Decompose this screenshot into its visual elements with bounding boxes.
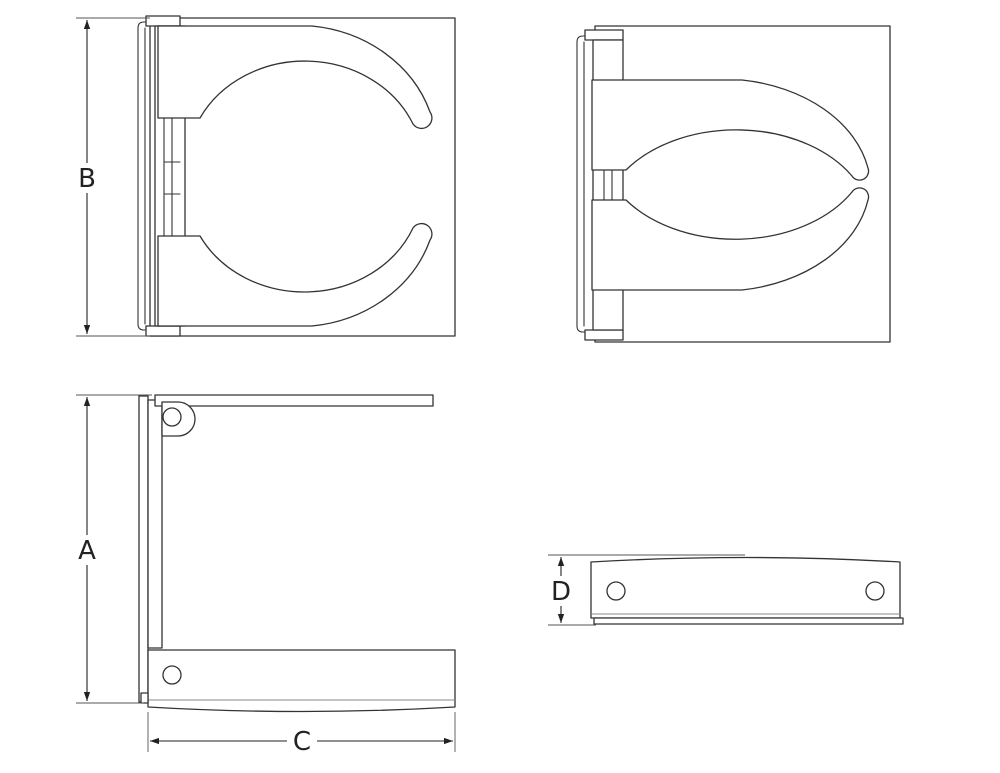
hole-left bbox=[606, 581, 626, 601]
ring-arm-bottom bbox=[157, 222, 433, 327]
hinge-knuckle-bottom-2 bbox=[584, 329, 624, 341]
hinge-knuckle-bottom bbox=[145, 325, 181, 337]
folded-body bbox=[590, 556, 901, 619]
hinge-rod-2 bbox=[576, 35, 601, 333]
hinge-pin bbox=[162, 407, 182, 427]
front-view-open bbox=[576, 25, 891, 343]
top-arm bbox=[154, 394, 434, 407]
dimension-d: D bbox=[547, 554, 745, 626]
side-plate-inner bbox=[147, 399, 163, 649]
ring-arm-lower bbox=[591, 187, 870, 291]
side-plate bbox=[138, 395, 149, 703]
base-foot bbox=[140, 692, 149, 704]
dimension-label-b: B bbox=[78, 164, 96, 194]
hinge-rod bbox=[137, 21, 161, 331]
side-view bbox=[138, 394, 456, 713]
ring-arm-top bbox=[157, 25, 433, 130]
dimension-label-a: A bbox=[78, 536, 96, 566]
mounting-plate-2 bbox=[594, 25, 891, 343]
hole-right bbox=[865, 581, 885, 601]
ring-arm-upper bbox=[591, 79, 870, 181]
hinge-knuckle-top bbox=[145, 15, 181, 27]
hinge-knuckle-top-2 bbox=[584, 29, 624, 41]
dimension-label-c: C bbox=[293, 727, 311, 757]
top-view bbox=[590, 556, 904, 625]
base-block bbox=[147, 649, 456, 713]
dimension-b: B bbox=[74, 17, 150, 337]
front-view-closed bbox=[137, 15, 456, 337]
dimension-label-d: D bbox=[551, 577, 571, 607]
base-hole bbox=[162, 665, 182, 685]
dimension-c: C bbox=[147, 712, 456, 757]
dimension-a: A bbox=[74, 394, 152, 704]
folded-base-strip bbox=[593, 617, 904, 625]
